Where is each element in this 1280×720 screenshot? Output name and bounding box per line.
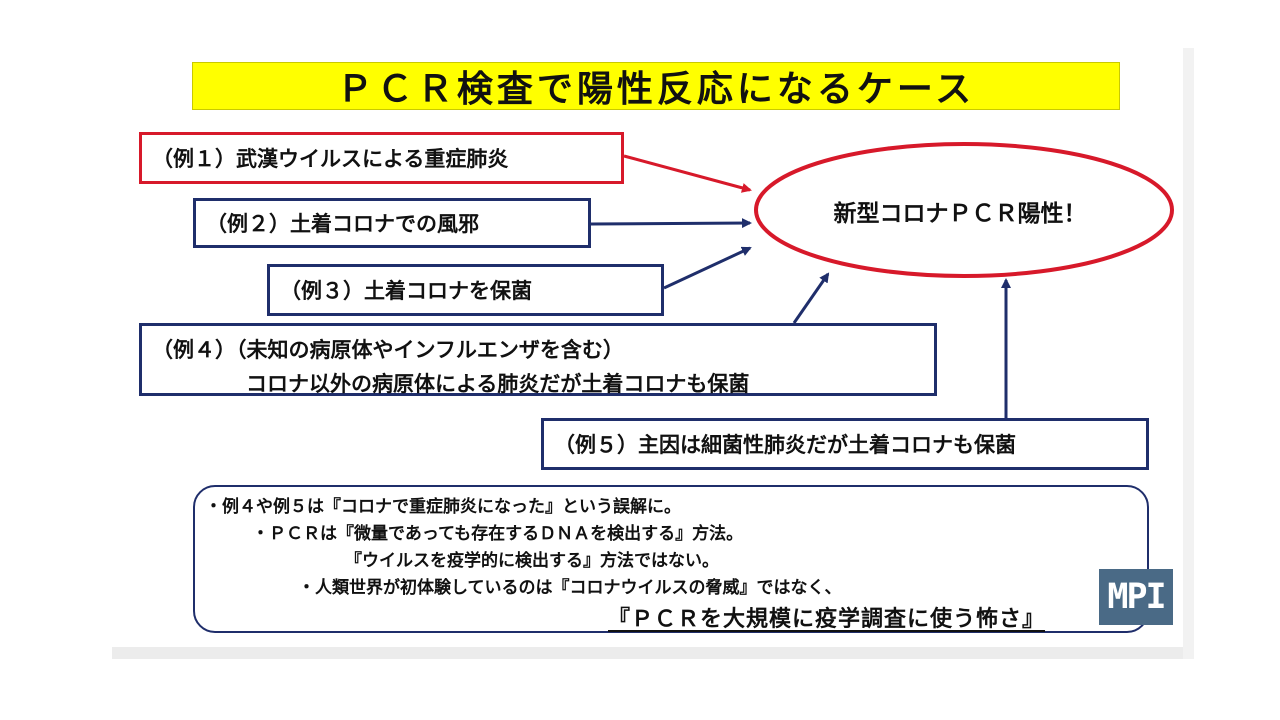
case-3-label: （例３）土着コロナを保菌 [280,279,532,303]
notes-box [193,485,1149,633]
case-3-box: （例３）土着コロナを保菌 [267,264,664,316]
arrow-case2 [590,218,752,229]
case-2-box: （例２）土着コロナでの風邪 [193,198,591,248]
case-1-label: （例１）武漢ウイルスによる重症肺炎 [152,147,509,171]
case-5-box: （例５）主因は細菌性肺炎だが土着コロナも保菌 [541,418,1149,470]
result-label: 新型コロナＰＣＲ陽性！ [833,201,1087,227]
note-line-3: 『ウイルスを疫学的に検出する』方法ではない。 [345,551,719,571]
arrow-case3 [663,246,752,290]
case-4-label-line1: （例４）（未知の病原体やインフルエンザを含む） [152,338,624,362]
case-4-box: （例４）（未知の病原体やインフルエンザを含む） コロナ以外の病原体による肺炎だが… [139,323,937,396]
case-1-box: （例１）武漢ウイルスによる重症肺炎 [139,132,624,184]
arrow-case1 [623,154,752,193]
note-line-2: ・ＰＣＲは『微量であっても存在するＤＮＡを検出する』方法。 [252,524,744,544]
slide-shadow-bottom [112,647,1194,659]
case-5-label: （例５）主因は細菌性肺炎だが土着コロナも保菌 [554,433,1016,457]
mpi-logo: MPI [1099,569,1173,625]
diagram-title: ＰＣＲ検査で陽性反応になるケース [192,62,1120,110]
slide-shadow-right [1183,48,1194,659]
result-ellipse [754,142,1174,278]
case-2-label: （例２）土着コロナでの風邪 [206,212,479,236]
note-line-4: ・人類世界が初体験しているのは『コロナウイルスの脅威』ではなく、 [298,578,842,598]
note-line-1: ・例４や例５は『コロナで重症肺炎になった』という誤解に。 [205,497,681,517]
case-4-label-line2: コロナ以外の病原体による肺炎だが土着コロナも保菌 [246,372,750,396]
arrow-case4 [792,272,830,324]
note-line-5: 『ＰＣＲを大規模に疫学調査に使う怖さ』 [608,607,1046,632]
